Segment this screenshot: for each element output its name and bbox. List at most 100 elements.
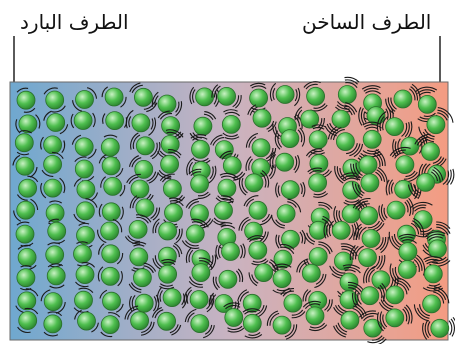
- particle-ball: [74, 112, 92, 130]
- particle-ball: [104, 177, 122, 195]
- particle-ball: [427, 116, 445, 134]
- particle-ball: [276, 86, 294, 104]
- particle-ball: [394, 90, 412, 108]
- particle-ball: [245, 174, 263, 192]
- particle-ball: [17, 269, 35, 287]
- particle-ball: [136, 199, 154, 217]
- particle-ball: [131, 312, 149, 330]
- particle-ball: [281, 130, 299, 148]
- particle-ball: [277, 205, 295, 223]
- particle-ball: [101, 222, 119, 240]
- particle-ball: [103, 292, 121, 310]
- particle-ball: [129, 220, 147, 238]
- particle-ball: [431, 319, 449, 337]
- particle-ball: [78, 312, 96, 330]
- particle-ball: [414, 211, 432, 229]
- particle-ball: [19, 115, 37, 133]
- particle-ball: [165, 204, 183, 222]
- vibration-arc: [449, 321, 452, 336]
- particle-ball: [306, 307, 324, 325]
- particle-ball: [76, 202, 94, 220]
- particle-ball: [16, 225, 34, 243]
- particle-ball: [101, 138, 119, 156]
- particle-ball: [309, 248, 327, 266]
- particle-ball: [48, 222, 66, 240]
- particle-ball: [243, 314, 261, 332]
- particle-ball: [218, 179, 236, 197]
- particle-ball: [273, 316, 291, 334]
- particle-ball: [101, 316, 119, 334]
- particle-ball: [106, 112, 124, 130]
- particle-ball: [219, 270, 237, 288]
- particle-ball: [284, 294, 302, 312]
- particle-ball: [424, 265, 442, 283]
- particle-ball: [276, 153, 294, 171]
- particle-ball: [101, 267, 119, 285]
- particle: [423, 317, 455, 339]
- particle-ball: [192, 140, 210, 158]
- particle-ball: [362, 230, 380, 248]
- particle-ball: [74, 245, 92, 263]
- particle-ball: [46, 91, 64, 109]
- particle-ball: [361, 287, 379, 305]
- particle-ball: [16, 157, 34, 175]
- particle-ball: [418, 95, 436, 113]
- particle-ball: [302, 264, 320, 282]
- particle-ball: [135, 160, 153, 178]
- particle-ball: [163, 180, 181, 198]
- particle-ball: [76, 91, 94, 109]
- particle-ball: [386, 286, 404, 304]
- particle-ball: [245, 222, 263, 240]
- particle-ball: [252, 139, 270, 157]
- particle-ball: [359, 156, 377, 174]
- particle-ball: [75, 160, 93, 178]
- particle-ball: [134, 88, 152, 106]
- particle-ball: [282, 230, 300, 248]
- particle-ball: [135, 294, 153, 312]
- particle-ball: [190, 291, 208, 309]
- particle-ball: [342, 205, 360, 223]
- particle-ball: [225, 309, 243, 327]
- particle-ball: [133, 269, 151, 287]
- particle-ball: [360, 207, 378, 225]
- particle-ball: [396, 156, 414, 174]
- particle-ball: [387, 201, 405, 219]
- particle-ball: [19, 179, 37, 197]
- particle-ball: [44, 293, 62, 311]
- particle-ball: [428, 240, 446, 258]
- particle-ball: [332, 221, 350, 239]
- particle-ball: [17, 201, 35, 219]
- particle-ball: [398, 261, 416, 279]
- particle-ball: [186, 225, 204, 243]
- particle-ball: [341, 311, 359, 329]
- particle-ball: [361, 174, 379, 192]
- particle-ball: [223, 157, 241, 175]
- particle-ball: [422, 143, 440, 161]
- particle-ball: [102, 203, 120, 221]
- particle-ball: [47, 267, 65, 285]
- particle-ball: [309, 291, 327, 309]
- particle-ball: [215, 202, 233, 220]
- particle-ball: [250, 89, 268, 107]
- particle-ball: [343, 181, 361, 199]
- particle-ball: [46, 246, 64, 264]
- particle-ball: [194, 117, 212, 135]
- particle-ball: [363, 130, 381, 148]
- particle-ball: [18, 292, 36, 310]
- particle-ball: [19, 312, 37, 330]
- particle-ball: [161, 155, 179, 173]
- particle-ball: [196, 88, 214, 106]
- particle-ball: [338, 86, 356, 104]
- particle-ball: [159, 265, 177, 283]
- particle-ball: [255, 264, 273, 282]
- particle-ball: [191, 315, 209, 333]
- particle-ball: [136, 137, 154, 155]
- particle-ball: [310, 155, 328, 173]
- particle-ball: [44, 155, 62, 173]
- particle-ball: [44, 315, 62, 333]
- particle-ball: [17, 91, 35, 109]
- particle-ball: [132, 114, 150, 132]
- particle-ball: [222, 243, 240, 261]
- particle-ball: [281, 181, 299, 199]
